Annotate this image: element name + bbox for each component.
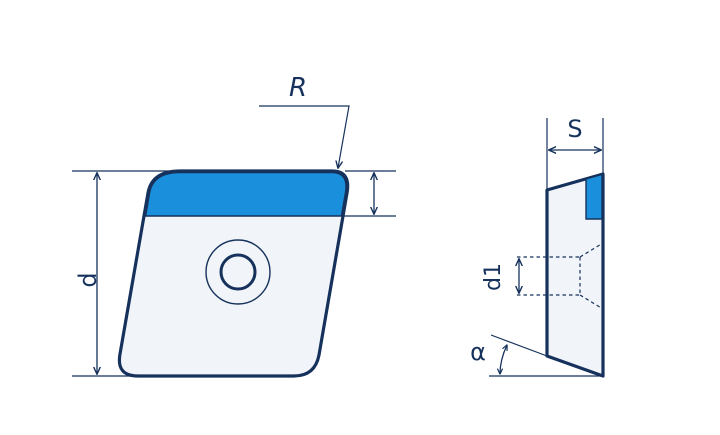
- d-label: d: [74, 272, 102, 287]
- side-view: d1 S α: [470, 115, 605, 378]
- hidden-hole-lines: [517, 242, 604, 310]
- hole-inner-circle: [219, 253, 257, 291]
- angle-arc: [500, 345, 507, 374]
- side-cutting-edge: [585, 173, 603, 220]
- front-view: d R: [72, 73, 396, 378]
- hole-outer-circle: [205, 239, 271, 305]
- angle-flank-extension: [490, 334, 548, 357]
- alpha-label: α: [470, 338, 486, 366]
- r-leader-line: [259, 105, 350, 168]
- d1-label: d1: [481, 263, 506, 291]
- r-label: R: [289, 73, 307, 103]
- insert-body: [117, 169, 350, 378]
- s-label: S: [567, 115, 582, 143]
- cutting-edge-band: [144, 171, 347, 217]
